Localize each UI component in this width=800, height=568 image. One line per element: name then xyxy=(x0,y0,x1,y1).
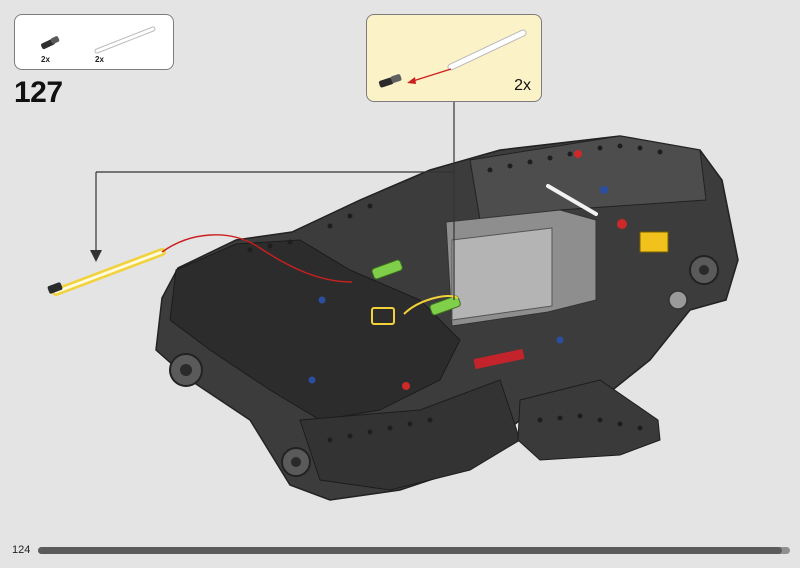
callout-leader-lines xyxy=(95,102,455,300)
white-axle-icon xyxy=(94,26,156,54)
callout-qty: 2x xyxy=(514,77,531,94)
parts-list-box: 2x 2x xyxy=(14,14,174,70)
model-body xyxy=(155,135,739,501)
part-qty-1: 2x xyxy=(41,55,50,64)
parts-list-graphics xyxy=(41,26,156,54)
page-number: 124 xyxy=(12,544,31,556)
axle-pin-insert-icon xyxy=(378,29,527,88)
black-axle-pin-icon xyxy=(41,36,60,50)
detached-axle-pin xyxy=(47,248,166,296)
step-number: 127 xyxy=(14,76,63,109)
leader-arrow-down xyxy=(90,250,102,262)
progress-bar xyxy=(38,547,790,554)
part-qty-2: 2x xyxy=(95,55,104,64)
insertion-highlight xyxy=(371,307,395,325)
progress-fill xyxy=(38,547,783,554)
assembly-path-arrow xyxy=(161,234,353,283)
sub-assembly-callout: 2x xyxy=(366,14,542,102)
insertion-path-highlight xyxy=(403,295,459,315)
